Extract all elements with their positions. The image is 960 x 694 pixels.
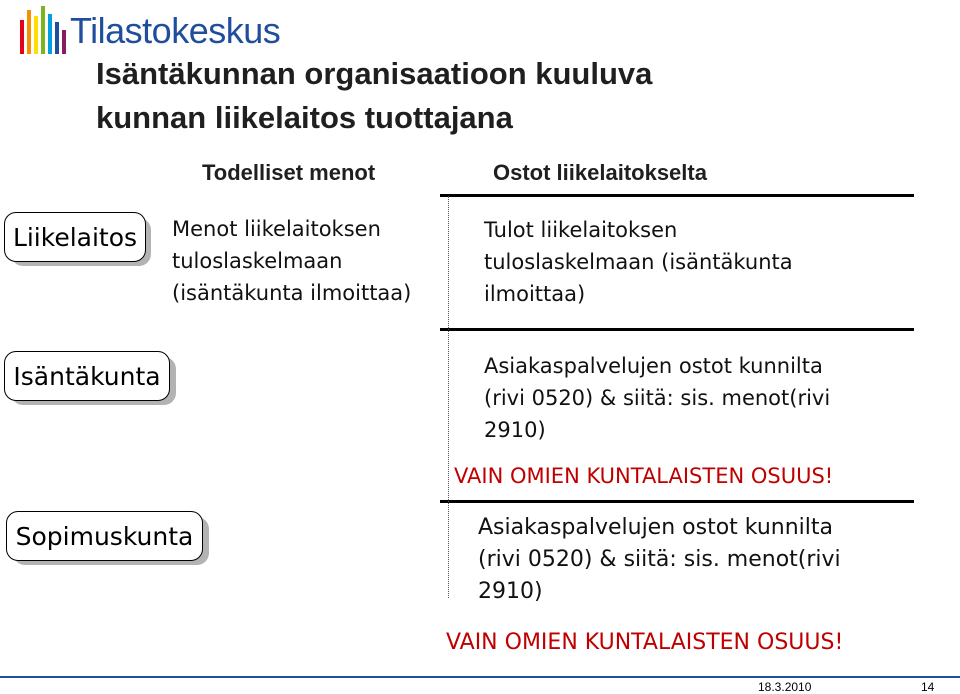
isantakunta-right-line-3: 2910) xyxy=(484,418,546,442)
row-rule-2 xyxy=(440,500,914,503)
row-label-liikelaitos: Liikelaitos xyxy=(4,212,146,262)
liikelaitos-right-line-3: ilmoittaa) xyxy=(484,282,586,306)
logo-text: Tilastokeskus xyxy=(70,10,281,51)
liikelaitos-left-line-1: Menot liikelaitoksen xyxy=(172,217,381,241)
column-divider xyxy=(448,196,449,598)
liikelaitos-left-line-3: (isäntäkunta ilmoittaa) xyxy=(172,281,412,305)
liikelaitos-right-line-1: Tulot liikelaitoksen xyxy=(484,218,678,242)
tilastokeskus-logo-icon xyxy=(20,6,66,54)
sopimuskunta-right-line-3: 2910) xyxy=(478,579,543,604)
isantakunta-right-line-1: Asiakaspalvelujen ostot kunnilta xyxy=(484,354,823,378)
column-header-right: Ostot liikelaitokselta xyxy=(493,160,707,185)
row-label-isantakunta: Isäntäkunta xyxy=(4,351,170,401)
footer-rule xyxy=(0,676,960,678)
footer-page-number: 14 xyxy=(921,680,935,694)
liikelaitos-right-line-2: tuloslaskelmaan (isäntäkunta xyxy=(484,250,793,274)
row-label-sopimuskunta: Sopimuskunta xyxy=(6,511,203,561)
row-rule-1 xyxy=(440,328,914,331)
isantakunta-right-line-2: (rivi 0520) & siitä: sis. menot(rivi xyxy=(484,386,831,410)
column-header-left: Todelliset menot xyxy=(202,160,376,185)
isantakunta-note: VAIN OMIEN KUNTALAISTEN OSUUS! xyxy=(454,464,834,488)
footer-date: 18.3.2010 xyxy=(758,680,812,694)
page-title-line-1: Isäntäkunnan organisaatioon kuuluva xyxy=(96,56,653,91)
header-rule xyxy=(440,194,914,197)
sopimuskunta-note: VAIN OMIEN KUNTALAISTEN OSUUS! xyxy=(446,630,844,655)
liikelaitos-left-line-2: tuloslaskelmaan xyxy=(172,249,343,273)
page-title-line-2: kunnan liikelaitos tuottajana xyxy=(96,100,513,135)
sopimuskunta-right-line-2: (rivi 0520) & siitä: sis. menot(rivi xyxy=(478,547,841,572)
sopimuskunta-right-line-1: Asiakaspalvelujen ostot kunnilta xyxy=(478,515,834,540)
